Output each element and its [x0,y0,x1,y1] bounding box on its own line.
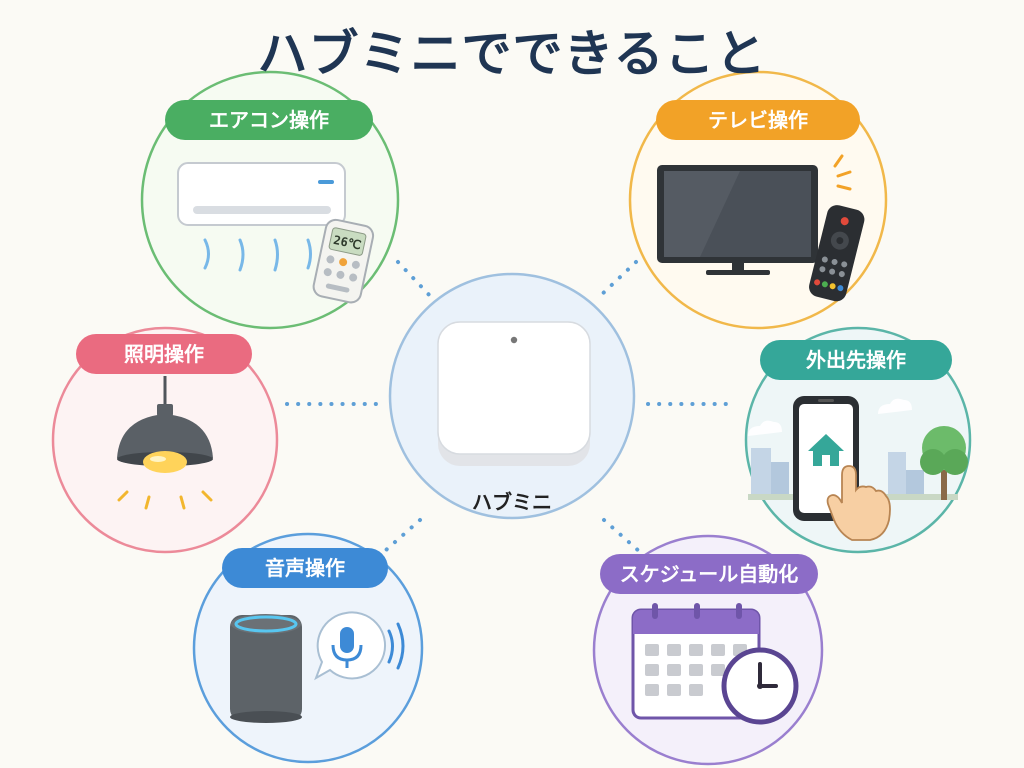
television-icon [657,165,818,275]
aircon-temperature-display: 26℃ [332,233,362,253]
signal-lines-icon [833,154,852,191]
label-schedule: スケジュール自動化 [600,554,818,594]
light-rays-icon [117,490,213,510]
home-icon [808,434,844,466]
airflow-icon [203,238,312,272]
pointing-hand-icon [826,465,891,541]
connector-schedule [602,518,642,554]
page-title: ハブミニでできること [257,25,767,83]
tree-icon [920,426,968,500]
label-tv: テレビ操作 [656,100,860,140]
label-outside: 外出先操作 [760,340,952,380]
tv-remote-icon [809,205,865,302]
label-aircon: エアコン操作 [165,100,373,140]
connector-aircon [396,260,434,300]
aircon-remote-icon: 26℃ [312,218,375,304]
label-light: 照明操作 [76,334,252,374]
outside-node [744,326,972,554]
connectors [285,260,735,554]
light-node [51,326,279,554]
voice-node [192,532,424,764]
sound-waves-icon [387,622,405,670]
air-conditioner-icon [177,162,346,226]
label-voice: 音声操作 [222,548,388,588]
smart-speaker-icon [230,614,302,723]
schedule-node [592,534,824,766]
connector-voice [384,518,422,552]
microphone-icon [331,627,363,668]
clock-icon [721,647,799,725]
hub-node [388,272,636,520]
hub-label: ハブミニ [472,490,552,514]
connector-tv [596,260,638,300]
pendant-lamp-icon [117,376,213,473]
